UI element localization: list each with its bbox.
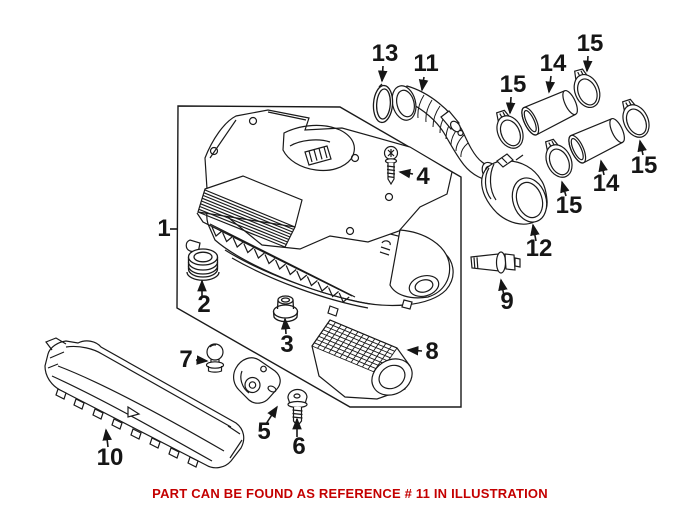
part-ref-8: 8	[425, 338, 439, 365]
seal-ring-part-13	[372, 83, 394, 124]
part-ref-2: 2	[197, 291, 211, 318]
bracket-part-5	[233, 357, 281, 404]
air-cleaner-assembly-part-1	[185, 109, 454, 317]
part-ref-3: 3	[280, 331, 294, 358]
sensor-part-9	[470, 251, 521, 274]
part-ref-4: 4	[416, 163, 430, 190]
reference-caption: PART CAN BE FOUND AS REFERENCE # 11 IN I…	[152, 486, 548, 501]
filter-element-part-8	[311, 319, 413, 400]
leader-arrows	[102, 55, 647, 448]
part-ref-15-a: 15	[499, 71, 527, 98]
sleeve-part-14b	[564, 114, 629, 166]
part-ref-15-d: 15	[555, 192, 583, 219]
part-ref-1: 1	[157, 215, 171, 242]
part-ref-10: 10	[96, 444, 124, 471]
part-ref-14-top: 14	[539, 50, 567, 77]
part-ref-15-c: 15	[630, 152, 658, 179]
trim-panel-part-10	[44, 337, 245, 469]
part-ref-5: 5	[257, 418, 271, 445]
part-ref-14-bottom: 14	[592, 170, 620, 197]
part-ref-6: 6	[292, 433, 306, 460]
sleeve-part-14a	[517, 86, 582, 138]
grommet-part-3	[272, 295, 299, 323]
illustration-border-box	[176, 105, 462, 408]
part-ref-12: 12	[525, 235, 553, 262]
part-ref-15-b: 15	[576, 30, 604, 57]
part-ref-13: 13	[371, 40, 399, 67]
elbow-boot-part-12	[481, 153, 548, 225]
ball-pin-part-7	[205, 343, 225, 373]
part-ref-11: 11	[413, 50, 439, 77]
grommet-part-2	[186, 248, 220, 281]
part-ref-7: 7	[179, 346, 193, 373]
screw-part-4	[383, 145, 399, 186]
part-ref-9: 9	[500, 288, 514, 315]
